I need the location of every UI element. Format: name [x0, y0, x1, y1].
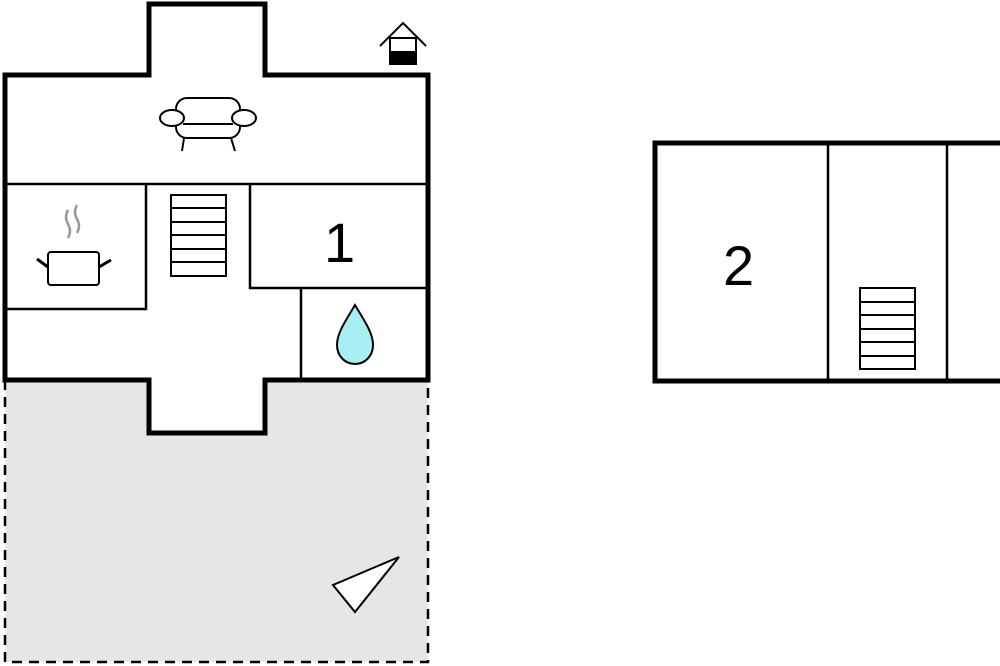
stairs-icon [170, 194, 227, 277]
stairs-icon [859, 287, 916, 370]
terrace-triangle-icon [331, 556, 400, 614]
sofa-icon [159, 97, 257, 152]
room-label-bedroom-1: 1 [324, 211, 356, 274]
terrace-dashed-border [3, 380, 430, 664]
water-drop-icon [335, 303, 375, 366]
cooking-pot-icon [36, 204, 112, 286]
interior-walls [5, 182, 428, 380]
room-label-bedroom-2: 2 [723, 234, 755, 297]
upper-interior-walls [826, 143, 949, 381]
house-entrance-icon [379, 21, 427, 65]
